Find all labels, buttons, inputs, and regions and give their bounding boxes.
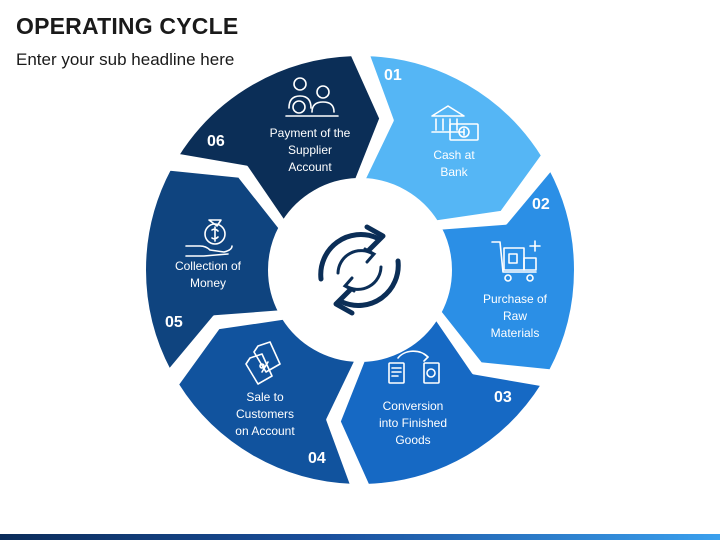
cycle-segment-03 <box>336 315 546 488</box>
document-conversion-icon <box>388 350 440 384</box>
bottom-accent-bar <box>0 534 720 540</box>
step-05-number: 05 <box>165 314 183 331</box>
cycle-segment-06 <box>174 52 384 225</box>
page-title: OPERATING CYCLE <box>16 13 239 39</box>
step-02-label: Purchase of Raw Materials <box>482 292 548 340</box>
bank-cash-icon <box>431 105 479 141</box>
cycle-arrows-icon <box>318 224 401 316</box>
step-01-label: Cash at Bank <box>433 148 475 179</box>
supplier-payment-icon <box>285 77 339 117</box>
step-06-number: 06 <box>207 133 225 150</box>
step-05-label: Collection of Money <box>174 259 242 290</box>
cycle-segment-01 <box>361 52 546 225</box>
cycle-segment-04 <box>174 315 359 488</box>
step-06-label: Payment of the Supplier Account <box>269 126 351 174</box>
step-03-label: Conversion into Finished Goods <box>378 399 448 447</box>
page-subtitle: Enter your sub headline here <box>16 50 235 69</box>
step-02-number: 02 <box>532 196 550 213</box>
money-bag-hand-icon <box>185 219 233 257</box>
step-01-number: 01 <box>384 67 402 84</box>
cycle-segment-05 <box>142 166 283 374</box>
price-tags-icon <box>245 341 281 385</box>
step-04-label: Sale to Customers on Account <box>235 390 295 438</box>
step-04-number: 04 <box>308 450 326 467</box>
step-03-number: 03 <box>494 389 512 406</box>
raw-materials-cart-icon <box>491 240 541 282</box>
